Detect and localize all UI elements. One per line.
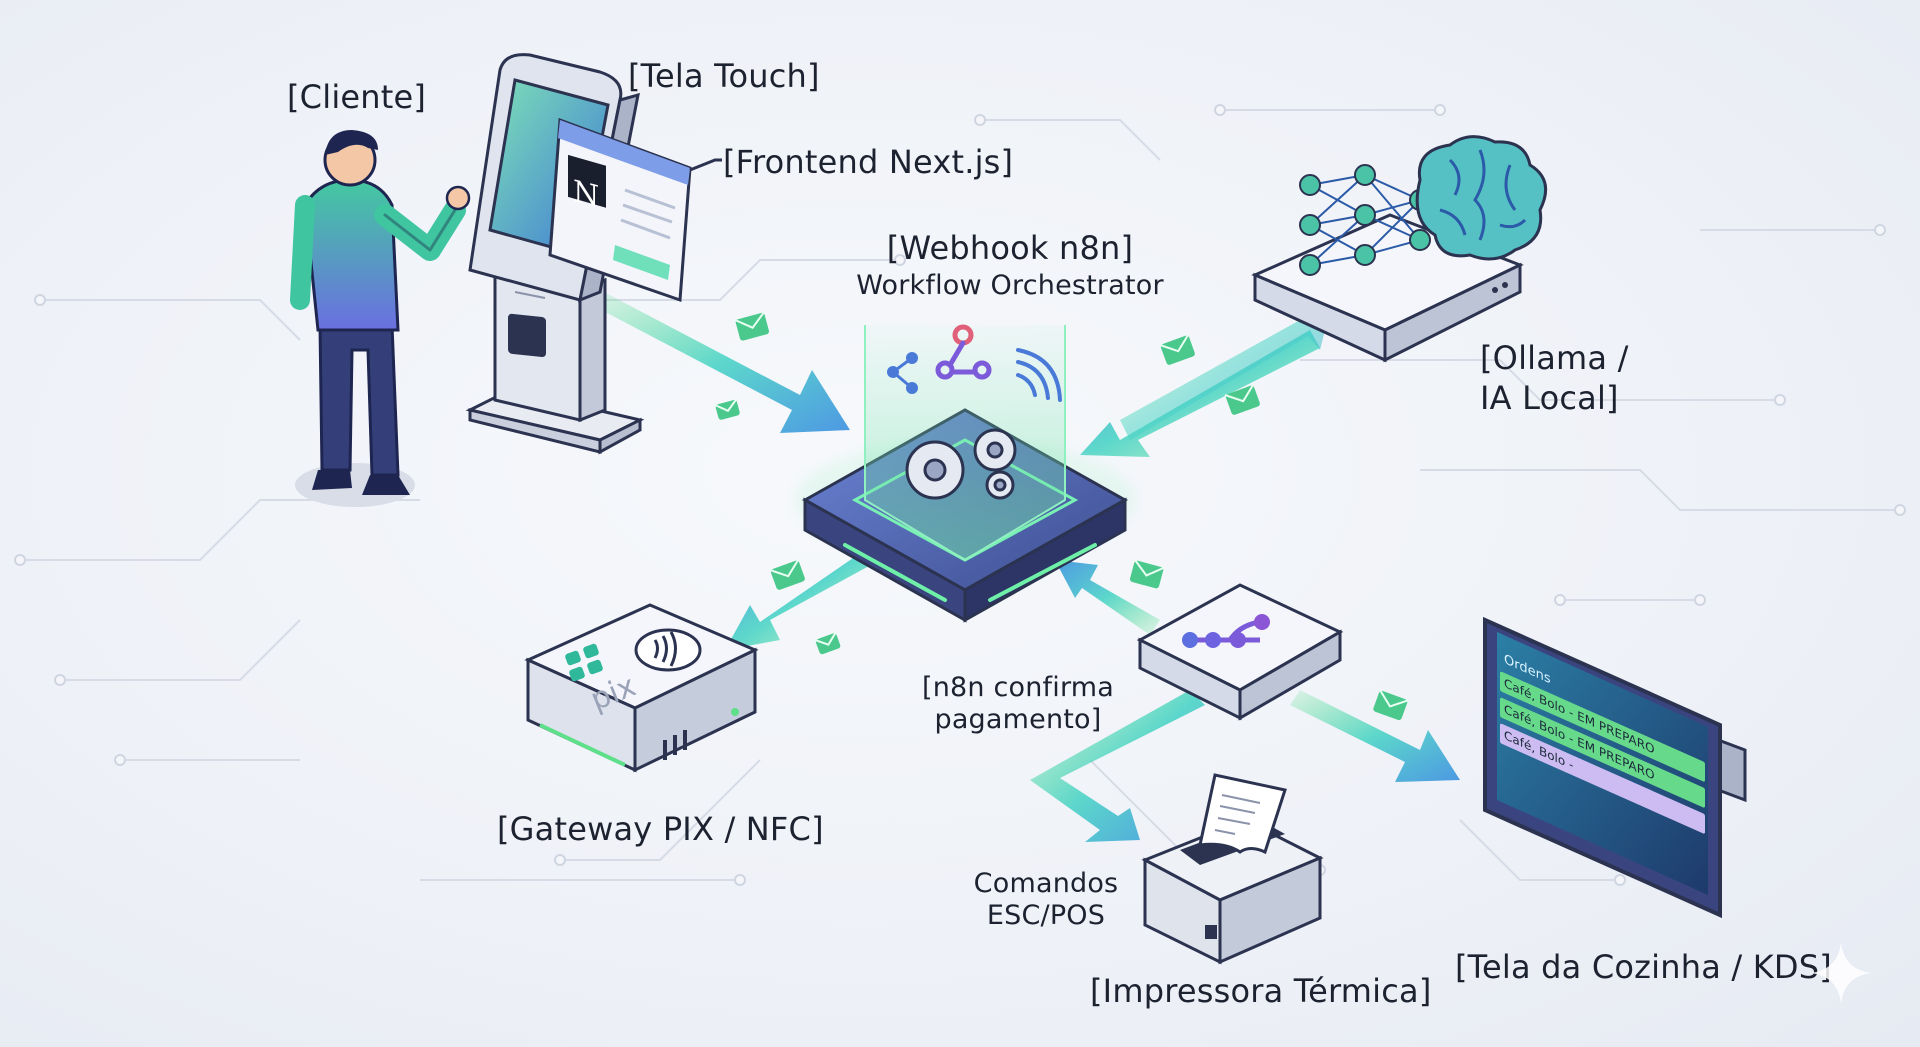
label-webhook-title: [Webhook n8n] <box>886 229 1134 267</box>
arrow-router-to-hub <box>1055 560 1160 635</box>
label-ollama-line1: [Ollama / <box>1480 339 1629 377</box>
browser-window-icon <box>548 117 692 303</box>
wifi-icon <box>1016 348 1062 402</box>
label-confirma: [n8n confirma pagamento] <box>922 672 1114 736</box>
webhook-icon <box>935 324 992 380</box>
arrow-router-to-printer <box>1030 690 1205 842</box>
label-webhook-sub: Workflow Orchestrator <box>856 270 1164 301</box>
label-confirma-line2: pagamento] <box>934 704 1102 735</box>
frontend-connector-line <box>689 158 722 172</box>
label-tela-touch: [Tela Touch] <box>628 57 820 95</box>
workflow-icon <box>1182 614 1270 648</box>
nfc-icon <box>634 628 702 672</box>
label-frontend: [Frontend Next.js] <box>723 143 1014 181</box>
frontend-logo-text: N <box>573 174 599 215</box>
circuit-traces <box>20 109 1900 881</box>
label-kds: [Tela da Cozinha / KDS] <box>1455 948 1832 986</box>
share-icon <box>887 352 918 394</box>
gear-icon <box>905 428 1017 500</box>
pix-logo-icon <box>565 643 603 682</box>
arrow-hub-to-ollama <box>1080 300 1330 457</box>
label-comandos-line2: ESC/POS <box>986 900 1106 931</box>
arrow-hub-to-gateway <box>725 545 880 650</box>
label-ollama: [Ollama / IA Local] <box>1480 338 1629 418</box>
label-confirma-line1: [n8n confirma <box>921 672 1115 703</box>
label-cliente: [Cliente] <box>287 78 427 116</box>
label-ollama-line2: IA Local] <box>1480 379 1619 417</box>
arrow-router-to-kds <box>1290 690 1460 782</box>
label-comandos: Comandos ESC/POS <box>974 868 1119 932</box>
kiosk-icon <box>465 53 645 455</box>
envelope-icon <box>714 311 1409 721</box>
label-comandos-line1: Comandos <box>973 868 1119 899</box>
person-icon <box>290 130 471 507</box>
sparkle-icon <box>1810 942 1872 1004</box>
gateway-device <box>524 603 759 773</box>
brain-icon <box>1415 135 1548 261</box>
label-gateway: [Gateway PIX / NFC] <box>497 810 824 848</box>
arrow-kiosk-to-hub <box>592 290 850 433</box>
label-impressora: [Impressora Térmica] <box>1090 972 1432 1010</box>
receipt-icon <box>1198 773 1287 855</box>
